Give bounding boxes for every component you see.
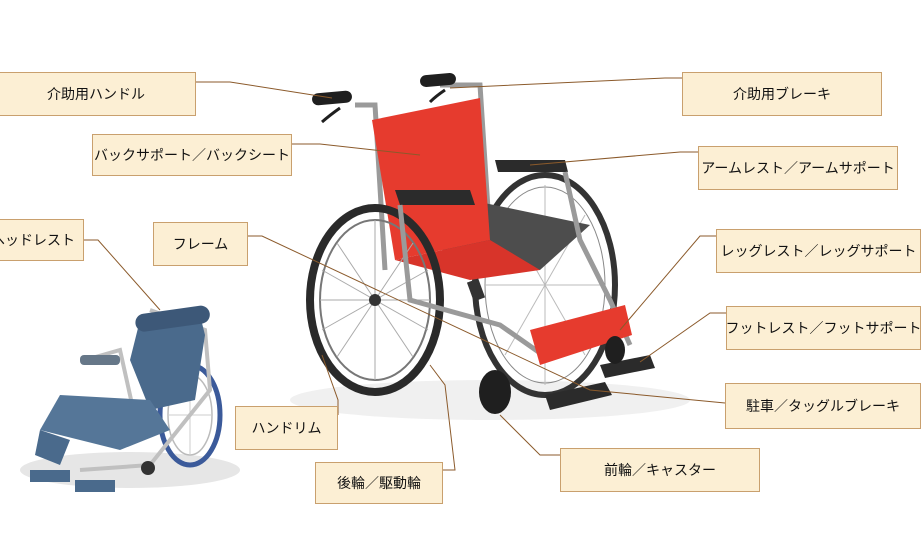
leader-rear-wheel [429, 364, 456, 471]
label-assist-brake: 介助用ブレーキ [682, 72, 882, 116]
leader-caster [499, 414, 560, 456]
leader-frame [248, 235, 726, 404]
label-back-support: バックサポート／バックシート [92, 134, 292, 176]
label-hand-rim: ハンドリム [235, 406, 338, 450]
label-armrest: アームレスト／アームサポート [698, 146, 898, 190]
label-rear-wheel: 後輪／駆動輪 [315, 462, 443, 504]
leader-hand-rim [321, 354, 339, 415]
leader-legrest [619, 235, 716, 331]
leader-footrest [639, 312, 726, 363]
label-caster: 前輪／キャスター [560, 448, 760, 492]
leader-armrest [529, 151, 698, 166]
label-parking-brake: 駐車／タッグルブレーキ [725, 383, 921, 429]
leader-lines [84, 77, 726, 471]
label-footrest: フットレスト／フットサポート [726, 306, 921, 350]
leader-headrest [84, 239, 161, 311]
label-assist-handle: 介助用ハンドル [0, 72, 196, 116]
label-frame: フレーム [153, 222, 248, 266]
standard-wheelchair-illustration [290, 72, 690, 420]
reclining-wheelchair-illustration [20, 305, 240, 492]
label-legrest: レッグレスト／レッグサポート [716, 229, 921, 273]
label-headrest: ヘッドレスト [0, 219, 84, 261]
leader-assist-handle [196, 81, 333, 99]
leader-back-support [292, 143, 421, 156]
leader-assist-brake [449, 77, 682, 89]
